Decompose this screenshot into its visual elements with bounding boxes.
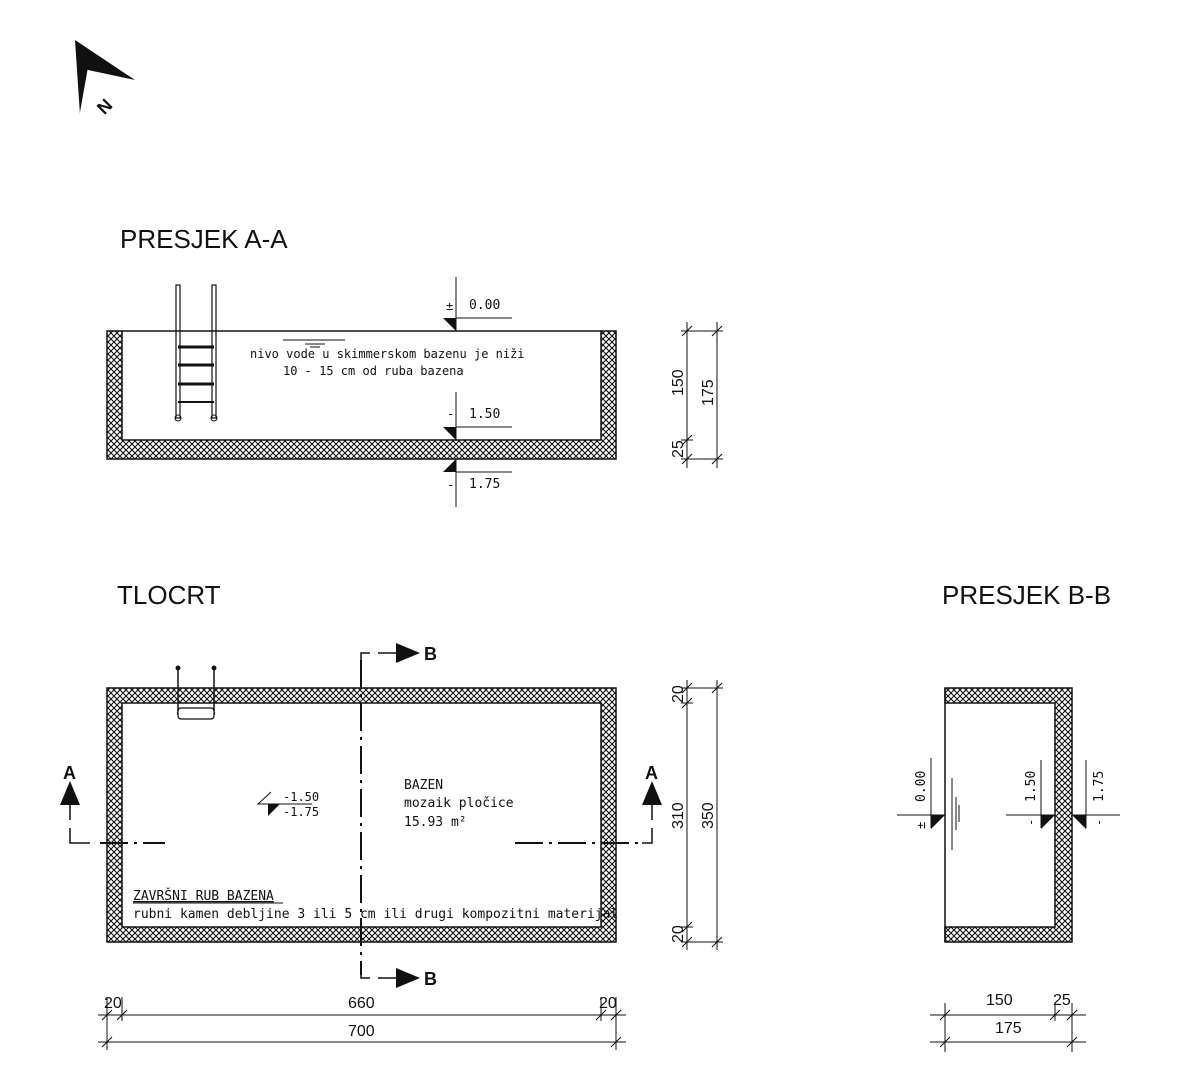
section-marker-a-left: A — [60, 763, 165, 844]
svg-text:1.75: 1.75 — [469, 477, 500, 492]
water-note-line2: 10 - 15 cm od ruba bazena — [283, 364, 464, 378]
level-mark-bottom-bb: 1.75 - — [1072, 760, 1120, 829]
svg-text:175: 175 — [700, 379, 717, 406]
svg-text:-: - — [447, 478, 454, 492]
svg-text:1.75: 1.75 — [1092, 771, 1107, 802]
plan-level-mark: -1.50 -1.75 — [256, 790, 319, 819]
arrow-up-icon — [642, 781, 662, 805]
svg-text:20: 20 — [670, 685, 687, 703]
section-marker-a-right: A — [515, 763, 662, 844]
north-label: N — [93, 95, 116, 118]
svg-text:25: 25 — [670, 440, 687, 458]
svg-text:20: 20 — [599, 995, 617, 1012]
svg-text:1.50: 1.50 — [469, 407, 500, 422]
edge-description: rubni kamen debljine 3 ili 5 cm ili drug… — [133, 907, 618, 922]
title-section-bb: PRESJEK B-B — [942, 580, 1111, 610]
section-marker-b-bottom: B — [360, 962, 437, 989]
svg-text:20: 20 — [104, 995, 122, 1012]
dimension-vertical-plan: 20 310 350 20 — [670, 680, 723, 950]
svg-text:B: B — [424, 644, 437, 664]
ladder-plan-icon — [175, 665, 217, 720]
svg-text:310: 310 — [670, 802, 687, 829]
level-mark-top: ± 0.00 — [443, 277, 512, 331]
svg-text:20: 20 — [670, 925, 687, 943]
svg-text:±: ± — [446, 299, 453, 313]
svg-text:-: - — [1092, 819, 1106, 826]
room-finish: mozaik pločice — [404, 796, 514, 811]
svg-text:-1.75: -1.75 — [283, 805, 319, 819]
ladder-icon — [174, 284, 218, 422]
pool-edge-plan — [106, 687, 617, 943]
title-plan: TLOCRT — [117, 580, 221, 610]
room-name: BAZEN — [404, 778, 443, 793]
svg-text:B: B — [424, 969, 437, 989]
svg-text:350: 350 — [700, 802, 717, 829]
north-arrow-icon: N — [75, 40, 135, 118]
svg-text:A: A — [63, 763, 76, 783]
svg-text:A: A — [645, 763, 658, 783]
svg-text:-: - — [1024, 819, 1038, 826]
edge-title: ZAVRŠNI RUB BAZENA — [133, 888, 274, 904]
level-mark-floor-bb: 1.50 - — [1006, 760, 1055, 829]
room-area: 15.93 m² — [404, 815, 467, 830]
svg-text:700: 700 — [348, 1023, 375, 1040]
svg-text:150: 150 — [670, 369, 687, 396]
section-aa: nivo vode u skimmerskom bazenu je niži 1… — [106, 277, 723, 507]
section-marker-b-top: B — [360, 643, 437, 668]
dimension-horizontal-plan: 20 660 20 700 — [98, 995, 626, 1050]
svg-text:±: ± — [914, 822, 928, 829]
arrow-right-icon — [396, 968, 420, 988]
section-bb: 0.00 ± 1.50 - 1.75 - 150 25 175 — [897, 687, 1120, 1052]
plan-view: B B A A -1.50 -1.75 BAZEN mozaik pločice… — [60, 643, 723, 1050]
svg-text:175: 175 — [995, 1020, 1022, 1037]
water-level-icon — [283, 339, 345, 348]
dimension-horizontal-bb: 150 25 175 — [930, 992, 1086, 1052]
level-mark-bottom: - 1.75 — [443, 459, 512, 507]
svg-text:0.00: 0.00 — [469, 298, 500, 313]
svg-text:-1.50: -1.50 — [283, 790, 319, 804]
svg-text:1.50: 1.50 — [1024, 771, 1039, 802]
svg-text:25: 25 — [1053, 992, 1071, 1009]
level-mark-top-bb: 0.00 ± — [897, 758, 945, 829]
water-note-line1: nivo vode u skimmerskom bazenu je niži — [250, 347, 525, 361]
level-mark-floor: - 1.50 — [443, 392, 512, 440]
svg-text:150: 150 — [986, 992, 1013, 1009]
dimension-vertical-aa: 150 175 25 — [670, 322, 723, 468]
title-section-aa: PRESJEK A-A — [120, 224, 288, 254]
arrow-right-icon — [396, 643, 420, 663]
svg-text:0.00: 0.00 — [914, 771, 929, 802]
arrow-up-icon — [60, 781, 80, 805]
svg-text:-: - — [447, 407, 454, 421]
water-level-icon — [951, 778, 960, 850]
svg-text:660: 660 — [348, 995, 375, 1012]
